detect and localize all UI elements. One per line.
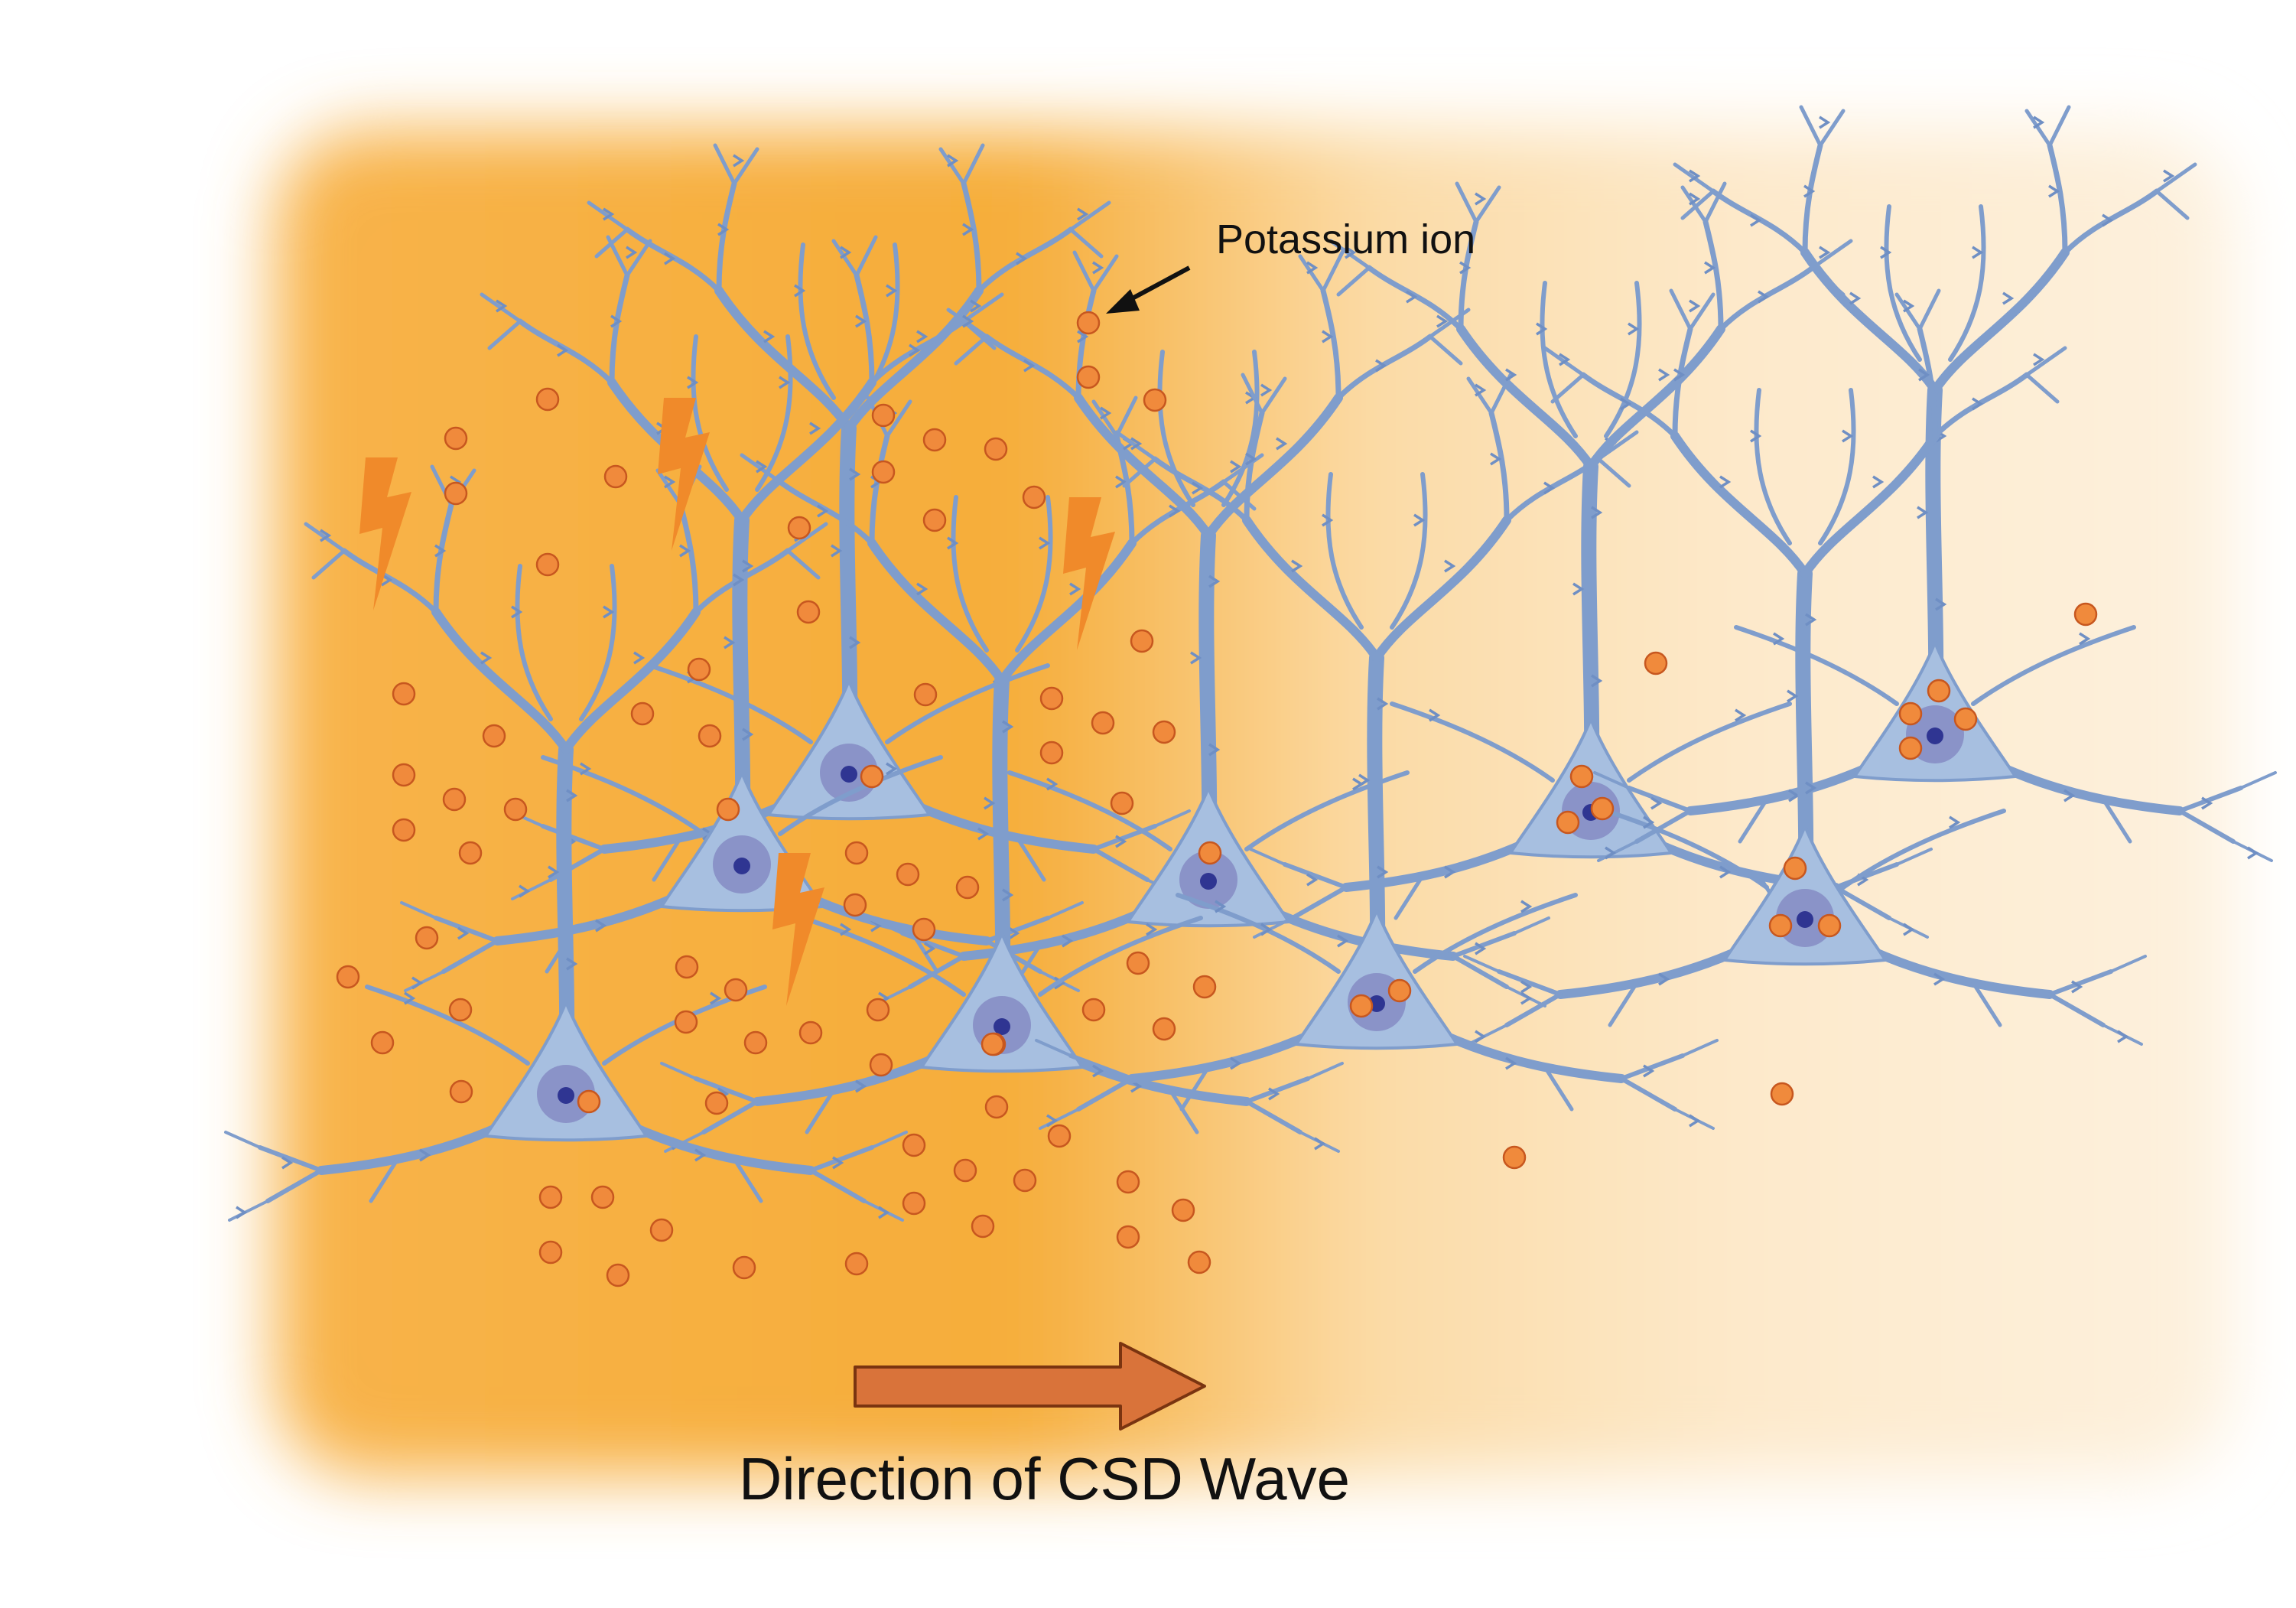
arrow-right-icon (854, 1342, 1206, 1431)
potassium-ion-label: Potassium ion (1216, 216, 1476, 262)
potassium-ion-pointer (1106, 265, 1191, 314)
csd-wave-caption: Direction of CSD Wave (739, 1445, 1351, 1512)
